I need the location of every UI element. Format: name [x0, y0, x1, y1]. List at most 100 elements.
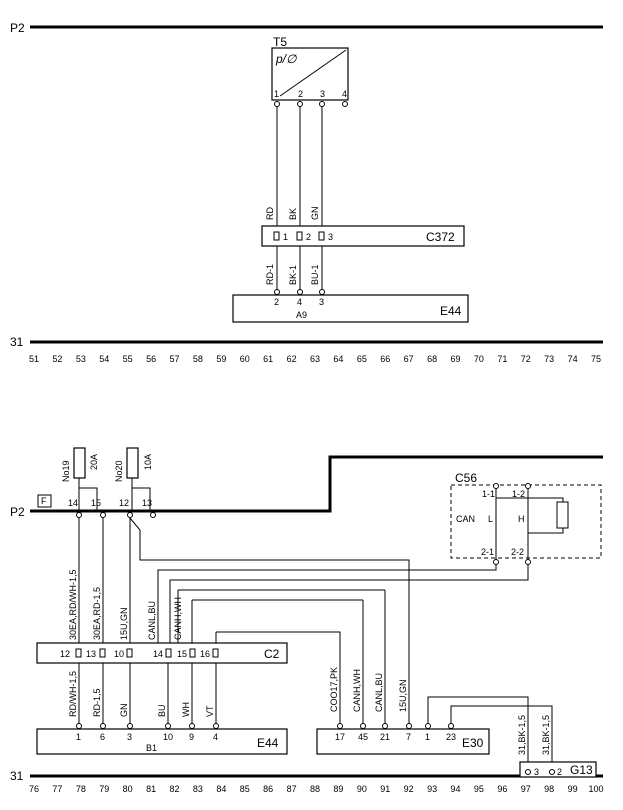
c2-pin-13: 13 [86, 649, 96, 659]
e44b-pin-9: 9 [189, 732, 194, 742]
label-e30-canl: CANL,BU [374, 673, 384, 712]
fuse-no19-id: No19 [61, 460, 71, 482]
module-e44-top [232, 294, 469, 323]
label-g13-b: 31,BK-1,5 [541, 715, 551, 755]
e44b-term-9 [189, 723, 195, 729]
c372-name: C372 [426, 230, 455, 244]
c2-pin-10: 10 [114, 649, 124, 659]
c2-pin-16: 16 [200, 649, 210, 659]
rail-label-p2-top: P2 [10, 21, 25, 35]
scale-number: 59 [216, 354, 226, 364]
scale-number: 57 [169, 354, 179, 364]
g13-pin-3: 3 [534, 767, 539, 777]
c372-pin-3: 3 [328, 232, 333, 242]
e44b-name: E44 [257, 736, 279, 750]
scale-number: 54 [99, 354, 109, 364]
c2-contact-10 [126, 648, 133, 658]
wire-label-bk-1: BK-1 [288, 265, 298, 285]
label-canh-wh: CANH,WH [173, 597, 183, 640]
e44a-pin-2: 2 [274, 297, 279, 307]
t5-term-3 [319, 101, 325, 107]
sensor-t5-box [271, 47, 349, 101]
c2-pin-14: 14 [153, 649, 163, 659]
c2-contact-12 [75, 648, 82, 658]
rail-term-13 [150, 512, 156, 518]
t5-term-4 [342, 101, 348, 107]
label-e44-rdwh: RD/WH-1,5 [68, 671, 78, 717]
rail-term-12 [127, 512, 133, 518]
scale-number: 61 [263, 354, 273, 364]
fuse-no20-id: No20 [114, 460, 124, 482]
c56-term-2-1 [493, 559, 499, 565]
scale-number: 66 [380, 354, 390, 364]
c56-term-1-1 [493, 483, 499, 489]
e30-term-23 [448, 723, 454, 729]
scale-number: 67 [404, 354, 414, 364]
c2-contact-13 [99, 648, 106, 658]
e44b-sub: B1 [146, 743, 157, 753]
c2-pin-12: 12 [60, 649, 70, 659]
wire-label-gn: GN [310, 207, 320, 221]
e30-pin-7: 7 [406, 732, 411, 742]
scale-number: 72 [521, 354, 531, 364]
scale-number: 81 [146, 784, 156, 794]
t5-term-2 [297, 101, 303, 107]
connector-c2 [36, 642, 288, 664]
scale-number: 90 [357, 784, 367, 794]
scale-number: 75 [591, 354, 601, 364]
e44a-term-3 [319, 289, 325, 295]
e44b-pin-1: 1 [76, 732, 81, 742]
fuse-no20-link [131, 478, 151, 510]
scale-number: 98 [544, 784, 554, 794]
e44b-pin-4: 4 [213, 732, 218, 742]
e44b-term-3 [127, 723, 133, 729]
e44b-term-4 [213, 723, 219, 729]
label-e44-vt: VT [205, 705, 215, 717]
scale-number: 93 [427, 784, 437, 794]
scale-number: 83 [193, 784, 203, 794]
scale-number: 79 [99, 784, 109, 794]
fuse-no19 [73, 447, 86, 479]
scale-number: 58 [193, 354, 203, 364]
module-e44-bottom [36, 728, 288, 755]
label-e44-bu: BU [157, 704, 167, 717]
sensor-diagonal [279, 49, 347, 97]
scale-number: 91 [380, 784, 390, 794]
t5-pin-2: 2 [298, 89, 303, 99]
e30-term-21 [382, 723, 388, 729]
scale-number: 62 [287, 354, 297, 364]
scale-number: 68 [427, 354, 437, 364]
c2-pin-15: 15 [177, 649, 187, 659]
c2-contact-14 [165, 648, 172, 658]
scale-number: 70 [474, 354, 484, 364]
wire-label-rd-1: RD-1 [265, 264, 275, 285]
label-30ea-rdwh: 30EA,RD/WH-1,5 [68, 569, 78, 640]
e44b-pin-6: 6 [100, 732, 105, 742]
e30-pin-17: 17 [335, 732, 345, 742]
wire-label-rd: RD [265, 207, 275, 220]
label-coo17-pk: COO17,PK [329, 667, 339, 712]
c372-contact-1 [273, 231, 280, 241]
rail-p2-bottom [30, 455, 603, 513]
e30-term-7 [406, 723, 412, 729]
scale-number: 78 [76, 784, 86, 794]
scale-number: 69 [450, 354, 460, 364]
connector-c372 [261, 225, 465, 247]
scale-number: 52 [52, 354, 62, 364]
scale-number: 94 [450, 784, 460, 794]
wire-15u-to-e30 [129, 517, 410, 724]
scale-number: 95 [474, 784, 484, 794]
rail-pin-13: 13 [142, 498, 152, 508]
scale-number: 63 [310, 354, 320, 364]
c372-pin-2: 2 [306, 232, 311, 242]
e30-pin-21: 21 [380, 732, 390, 742]
scale-number: 76 [29, 784, 39, 794]
e30-term-17 [337, 723, 343, 729]
label-canl-bu: CANL,BU [147, 601, 157, 640]
t5-term-1 [274, 101, 280, 107]
scale-number: 74 [568, 354, 578, 364]
rail-label-31-bottom: 31 [10, 769, 24, 783]
fuse-no20-rating: 10A [143, 454, 153, 470]
g13-term-2 [549, 769, 555, 775]
